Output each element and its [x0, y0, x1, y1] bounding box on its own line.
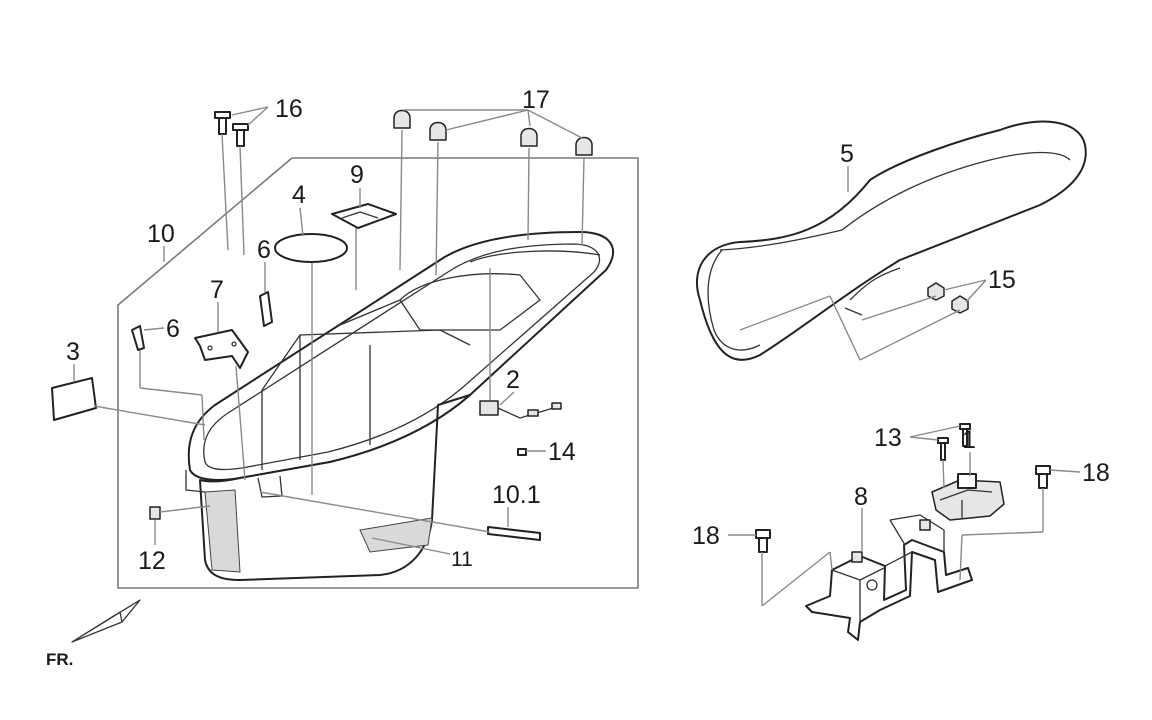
callout-17: 15 [988, 266, 1016, 294]
nut-part-17b [951, 295, 969, 314]
callout-4: 4 [292, 181, 306, 209]
callout-1: 1 [962, 426, 976, 454]
luggage-box-part [185, 231, 615, 581]
bolt-part-15 [937, 423, 971, 461]
callout-13: 17 [522, 86, 550, 114]
callout-10-1: 11 [451, 548, 473, 571]
callout-8: 8 [854, 483, 868, 511]
callout-11: 10.1 [492, 481, 541, 509]
screw-part-16 [517, 448, 527, 456]
callout-12: 16 [275, 95, 303, 123]
callout-15: 13 [874, 424, 902, 452]
seat-part [695, 120, 1087, 361]
front-direction-label: FR. [46, 650, 73, 669]
seat-lock-part [931, 473, 1005, 521]
bolt-part-18-left [755, 529, 771, 553]
callout-18-left: 18 [692, 522, 720, 550]
label-plate-part [51, 377, 97, 421]
callout-9: 9 [350, 161, 364, 189]
clip-part-left [131, 325, 145, 351]
callout-16: 14 [548, 438, 576, 466]
cap-part [274, 233, 348, 263]
leader-lines [73, 106, 1081, 607]
switch-part [479, 400, 562, 419]
bolt-part-18-right [1035, 465, 1051, 489]
screw-part-12 [214, 111, 249, 147]
seat-bracket-part [805, 514, 973, 641]
callout-6-left: 6 [166, 315, 180, 343]
assembly-frame [117, 157, 639, 589]
callout-7: 7 [210, 276, 224, 304]
callout-10: 10 [147, 220, 175, 248]
cover-plate-part [331, 203, 397, 229]
callout-18-right: 18 [1082, 459, 1110, 487]
callout-2: 2 [506, 366, 520, 394]
clip-part-right [259, 291, 273, 327]
callout-14: 12 [138, 547, 166, 575]
front-direction-arrow [71, 599, 141, 643]
callout-6-right: 6 [257, 236, 271, 264]
callout-5: 5 [840, 140, 854, 168]
nut-part-17a [927, 282, 945, 301]
pin-part [487, 526, 541, 541]
rubber-cap-part-13 [393, 109, 593, 156]
nut-part [149, 506, 161, 520]
callout-3: 3 [66, 338, 80, 366]
bracket-part [194, 329, 249, 369]
